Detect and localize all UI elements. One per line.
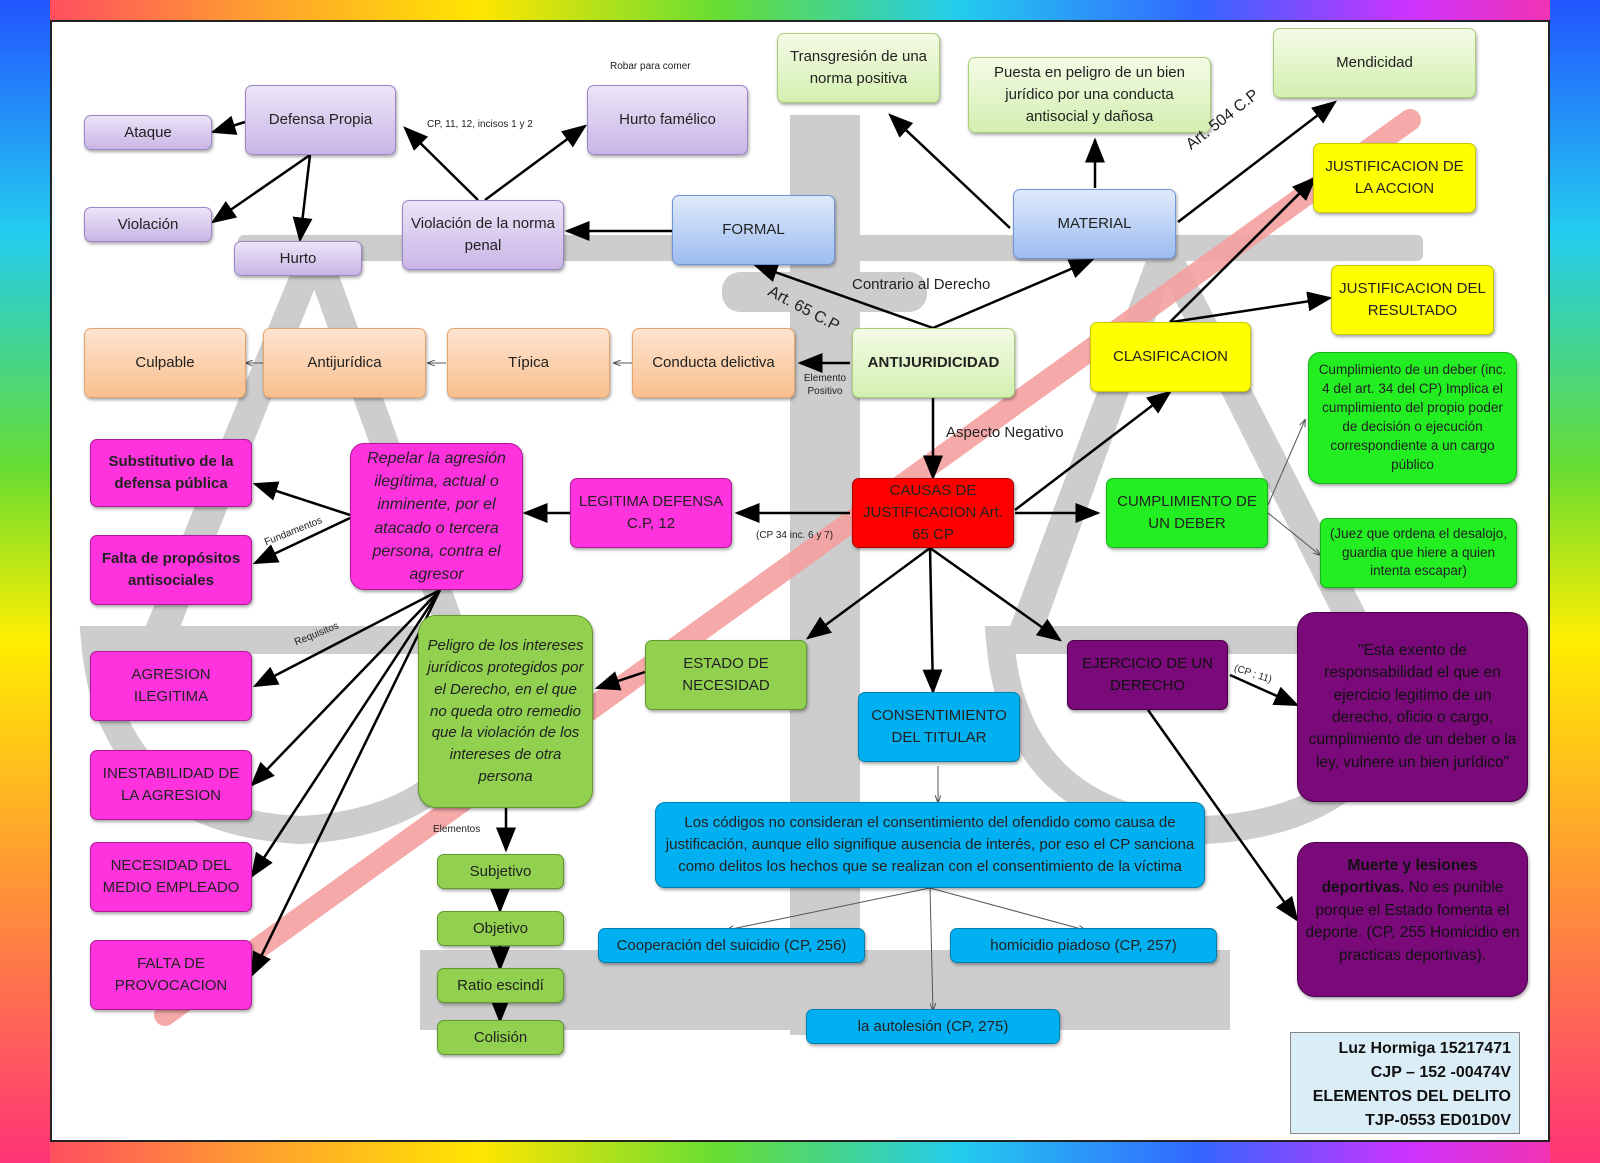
- muerte-lesiones-bold: Muerte y lesiones deportivas.: [1321, 857, 1478, 897]
- rainbow-frame-left: [0, 0, 50, 1163]
- signature-line-1: Luz Hormiga 15217471: [1338, 1040, 1511, 1057]
- culpable-node: Culpable: [84, 328, 246, 398]
- hurto-famelico-node: Hurto famélico: [587, 85, 748, 155]
- ataque-node: Ataque: [84, 115, 212, 150]
- objetivo-node: Objetivo: [437, 911, 564, 946]
- cp34-label: (CP 34 inc. 6 y 7): [756, 530, 834, 541]
- sustitutivo-node: Substitutivo de la defensa pública: [90, 439, 252, 507]
- author-signature-box: Luz Hormiga 15217471 CJP – 152 -00474V E…: [1290, 1032, 1520, 1134]
- cooperacion-node: Cooperación del suicidio (CP, 256): [598, 928, 865, 963]
- autolesion-node: la autolesión (CP, 275): [806, 1009, 1060, 1044]
- inestabilidad-node: INESTABILIDAD DE LA AGRESION: [90, 750, 252, 820]
- antijuridicidad-node: ANTIJURIDICIDAD: [852, 328, 1015, 398]
- contrario-derecho-label: Contrario al Derecho: [852, 276, 991, 293]
- transgresion-node: Transgresión de una norma positiva: [777, 33, 940, 103]
- elemento-positivo-label: Elemento Positivo: [803, 373, 847, 397]
- signature-line-2: CJP – 152 -00474V: [1370, 1064, 1511, 1081]
- necesidad-medio-node: NECESIDAD DEL MEDIO EMPLEADO: [90, 842, 252, 912]
- cumplimiento-deber-node: CUMPLIMIENTO DE UN DEBER: [1106, 478, 1268, 548]
- tipica-node: Típica: [447, 328, 610, 398]
- antijuridica-node: Antijurídica: [263, 328, 426, 398]
- ratio-escindi-node: Ratio escindí: [437, 968, 564, 1003]
- clasificacion-node: CLASIFICACION: [1090, 322, 1251, 392]
- muerte-lesiones-rest: No es punible porque el Estado fomenta e…: [1305, 879, 1520, 964]
- signature-line-4: TJP-0553 ED01D0V: [1365, 1112, 1511, 1129]
- esta-exento-node: "Esta exento de responsabilidad el que e…: [1297, 612, 1528, 802]
- cp-incisos-label: CP, 11, 12, incisos 1 y 2: [427, 119, 533, 130]
- peligro-node: Peligro de los intereses jurídicos prote…: [418, 615, 593, 808]
- thin-arrows: [246, 363, 1320, 1010]
- falta-propositos-node: Falta de propósitos antisociales: [90, 535, 252, 605]
- repeler-node: Repelar la agresión ilegítima, actual o …: [350, 443, 523, 590]
- agresion-ilegitima-node: AGRESION ILEGITIMA: [90, 651, 252, 721]
- robar-para-comer-label: Robar para comer: [610, 61, 691, 72]
- mendicidad-node: Mendicidad: [1273, 28, 1476, 98]
- violacion-node: Violación: [84, 207, 212, 242]
- cumplimiento-deber-desc-node: Cumplimiento de un deber (inc. 4 del art…: [1308, 352, 1517, 484]
- violacion-norma-node: Violación de la norma penal: [402, 200, 564, 270]
- elementos-label: Elementos: [433, 824, 481, 835]
- justificacion-resultado-node: JUSTIFICACION DEL RESULTADO: [1331, 265, 1494, 335]
- red-slash: [154, 109, 1421, 1026]
- falta-provocacion-node: FALTA DE PROVOCACION: [90, 940, 252, 1010]
- juez-node: (Juez que ordena el desalojo, guardia qu…: [1320, 518, 1517, 588]
- connector-arrows: [210, 100, 1337, 1024]
- ejercicio-derecho-node: EJERCICIO DE UN DERECHO: [1067, 640, 1228, 710]
- justificacion-accion-node: JUSTIFICACION DE LA ACCION: [1313, 143, 1476, 213]
- signature-line-3: ELEMENTOS DEL DELITO: [1312, 1088, 1511, 1105]
- aspecto-negativo-label: Aspecto Negativo: [946, 424, 1064, 441]
- estado-necesidad-node: ESTADO DE NECESIDAD: [645, 640, 807, 710]
- formal-node: FORMAL: [672, 195, 835, 265]
- defensa-propia-node: Defensa Propia: [245, 85, 396, 155]
- muerte-lesiones-node: Muerte y lesiones deportivas. No es puni…: [1297, 842, 1528, 997]
- codigos-node: Los códigos no consideran el consentimie…: [655, 802, 1205, 888]
- puesta-peligro-node: Puesta en peligro de un bien jurídico po…: [968, 57, 1211, 133]
- consentimiento-node: CONSENTIMIENTO DEL TITULAR: [858, 692, 1020, 762]
- hurto-node: Hurto: [234, 241, 362, 276]
- conducta-delictiva-node: Conducta delictiva: [632, 328, 795, 398]
- subjetivo-node: Subjetivo: [437, 854, 564, 889]
- causas-justificacion-node: CAUSAS DE JUSTIFICACION Art. 65 CP: [852, 478, 1014, 548]
- legitima-defensa-node: LEGITIMA DEFENSA C.P, 12: [570, 478, 732, 548]
- homicidio-piadoso-node: homicidio piadoso (CP, 257): [950, 928, 1217, 963]
- material-node: MATERIAL: [1013, 189, 1176, 259]
- colision-node: Colisión: [437, 1020, 564, 1055]
- rainbow-frame-right: [1550, 0, 1600, 1163]
